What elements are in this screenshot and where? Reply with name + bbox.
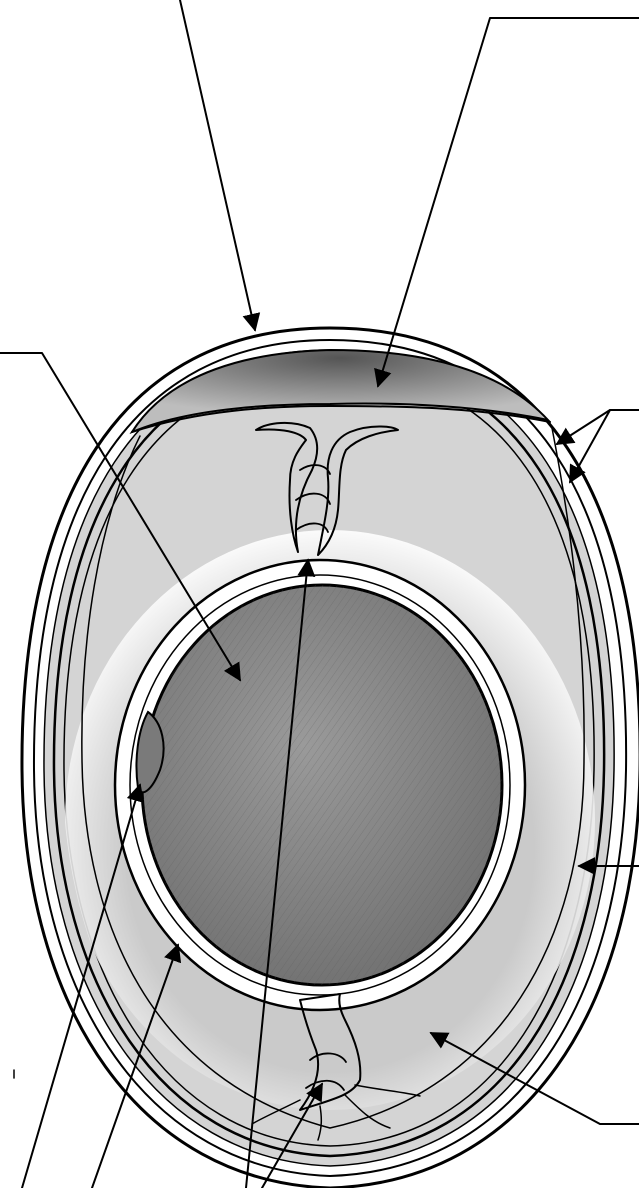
yolk-leader: [0, 352, 241, 682]
inner-shell-membrane: [52, 358, 606, 1158]
air-cell: [129, 348, 551, 435]
shell-inner: [32, 339, 628, 1177]
air-cell-leader: [374, 17, 639, 388]
shell-outer: [20, 326, 639, 1188]
thin-albumen-boundary: [81, 427, 585, 1129]
vitelline-membrane-leader: [91, 943, 182, 1188]
chalaza-bottom: [251, 993, 421, 1141]
thick-albumen-leader: [429, 1032, 639, 1125]
chalaza-top-leader: [245, 558, 316, 1188]
chalaza-bottom-leader: [261, 1082, 323, 1188]
germinal-disc: [135, 710, 165, 794]
shell-leader: [179, 0, 261, 332]
shell-membranes-leader: [555, 409, 639, 445]
germinal-disc-leader: [21, 783, 145, 1188]
chalaza-top: [255, 422, 399, 556]
